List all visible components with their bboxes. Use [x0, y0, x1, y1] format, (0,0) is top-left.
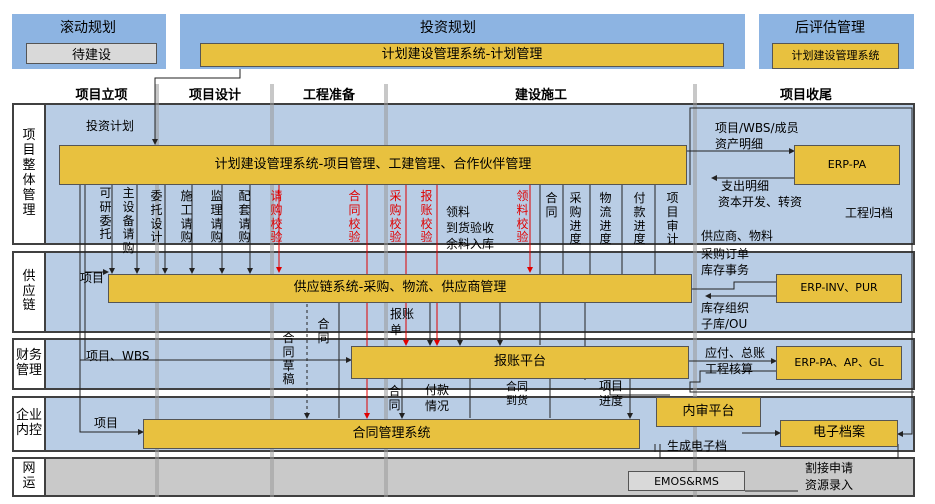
reimbursement-platform: 报账平台 — [351, 346, 689, 379]
vertical-label: 配套请购 — [238, 189, 251, 245]
proj-wbs-label: 项目/WBS/成员 — [715, 121, 799, 135]
erp-pa-box: ERP-PA — [794, 145, 900, 185]
phase-header-4: 项目收尾 — [697, 84, 915, 103]
row-label-netops: 网运 — [12, 457, 46, 497]
phase-header-1: 项目设计 — [160, 84, 270, 103]
post-evaluation-title: 后评估管理 — [795, 20, 865, 36]
vertical-label: 项目审计 — [666, 191, 679, 247]
subinv-label: 子库/OU — [701, 317, 748, 331]
project-wbs-label: 项目、WBS — [86, 349, 150, 363]
inv-tx-label: 库存事务 — [701, 263, 750, 277]
contract-b-label: 合同 — [388, 384, 401, 412]
surplus-label: 余料入库 — [446, 237, 495, 251]
proj-accounting-label: 工程核算 — [705, 362, 754, 376]
rolling-plan-title: 滚动规划 — [60, 20, 116, 36]
vertical-label: 采购进度 — [569, 191, 582, 247]
resource-input-label: 资源录入 — [805, 478, 854, 492]
erp-pa-ap-gl-box: ERP-PA、AP、GL — [776, 346, 902, 380]
vertical-label-red: 合同校验 — [348, 189, 361, 245]
invest-plan-label: 投资计划 — [86, 119, 135, 133]
progress-label: 进度 — [599, 394, 624, 408]
vertical-label: 主设备请购 — [122, 186, 135, 256]
project-label-a: 项目 — [80, 271, 105, 285]
project-progress-label: 项目 — [599, 379, 624, 393]
row-label-control: 企业内控 — [12, 396, 46, 452]
vertical-label: 物流进度 — [599, 191, 612, 247]
vertical-label-red: 报账校验 — [420, 189, 433, 245]
row-label-supply: 供应链 — [12, 251, 46, 333]
row-label-finance: 财务管理 — [12, 338, 46, 390]
phase-header-3: 建设施工 — [390, 84, 692, 103]
supply-chain-system: 供应链系统-采购、物流、供应商管理 — [108, 274, 692, 303]
vertical-label-red: 领料校验 — [516, 189, 529, 245]
reimb-doc-label: 报账 — [390, 307, 415, 321]
contract-v-label: 合同 — [317, 317, 330, 345]
arrival-label: 到货 — [506, 394, 528, 407]
receipt-label: 到货验收 — [446, 221, 495, 235]
contract-management-system: 合同管理系统 — [143, 419, 640, 449]
status-label: 情况 — [425, 399, 450, 413]
ap-ledger-label: 应付、总账 — [705, 346, 766, 360]
internal-audit-platform: 内审平台 — [656, 397, 761, 427]
emos-rms-box: EMOS&RMS — [628, 471, 745, 491]
capital-dev-label: 资本开发、转资 — [718, 195, 803, 209]
material-label: 领料 — [446, 205, 471, 219]
vertical-label: 合同 — [545, 191, 558, 219]
supplier-material-label: 供应商、物料 — [701, 229, 774, 243]
cutover-label: 割接申请 — [805, 461, 854, 475]
phase-header-2: 工程准备 — [274, 84, 384, 103]
erp-inv-pur-box: ERP-INV、PUR — [776, 274, 902, 303]
doc-label: 单 — [390, 323, 403, 337]
po-label: 采购订单 — [701, 247, 750, 261]
phase-header-0: 项目立项 — [48, 84, 155, 103]
vertical-label: 付款进度 — [633, 191, 646, 247]
row-band-netops — [12, 457, 915, 497]
vertical-label: 可研委托 — [99, 186, 112, 242]
vertical-label: 委托设计 — [150, 189, 163, 245]
phase-separator — [693, 84, 697, 497]
expense-detail-label: 支出明细 — [721, 179, 770, 193]
project-label-b: 项目 — [94, 416, 119, 430]
row-label-project: 项目整体管理 — [12, 103, 46, 245]
post-eval-system: 计划建设管理系统 — [772, 43, 899, 69]
gen-archive-label: 生成电子档 — [667, 439, 728, 453]
contract-draft-label: 合同草稿 — [282, 331, 295, 387]
plan-management-system: 计划建设管理系统-计划管理 — [200, 43, 724, 67]
contract-arrival-label: 合同 — [506, 380, 528, 393]
vertical-label-red: 采购校验 — [389, 189, 402, 245]
electronic-archive: 电子档案 — [780, 420, 898, 447]
investment-plan-title: 投资规划 — [420, 20, 476, 36]
vertical-label-red: 请购校验 — [270, 189, 283, 245]
project-management-system: 计划建设管理系统-项目管理、工建管理、合作伙伴管理 — [59, 145, 687, 185]
vertical-label: 监理请购 — [210, 189, 223, 245]
project-close-label: 工程归档 — [845, 206, 894, 220]
asset-detail-label: 资产明细 — [715, 137, 764, 151]
to-be-built-box: 待建设 — [26, 43, 157, 64]
inv-org-label: 库存组织 — [701, 301, 750, 315]
vertical-label: 施工请购 — [180, 189, 193, 245]
payment-label: 付款 — [425, 383, 450, 397]
